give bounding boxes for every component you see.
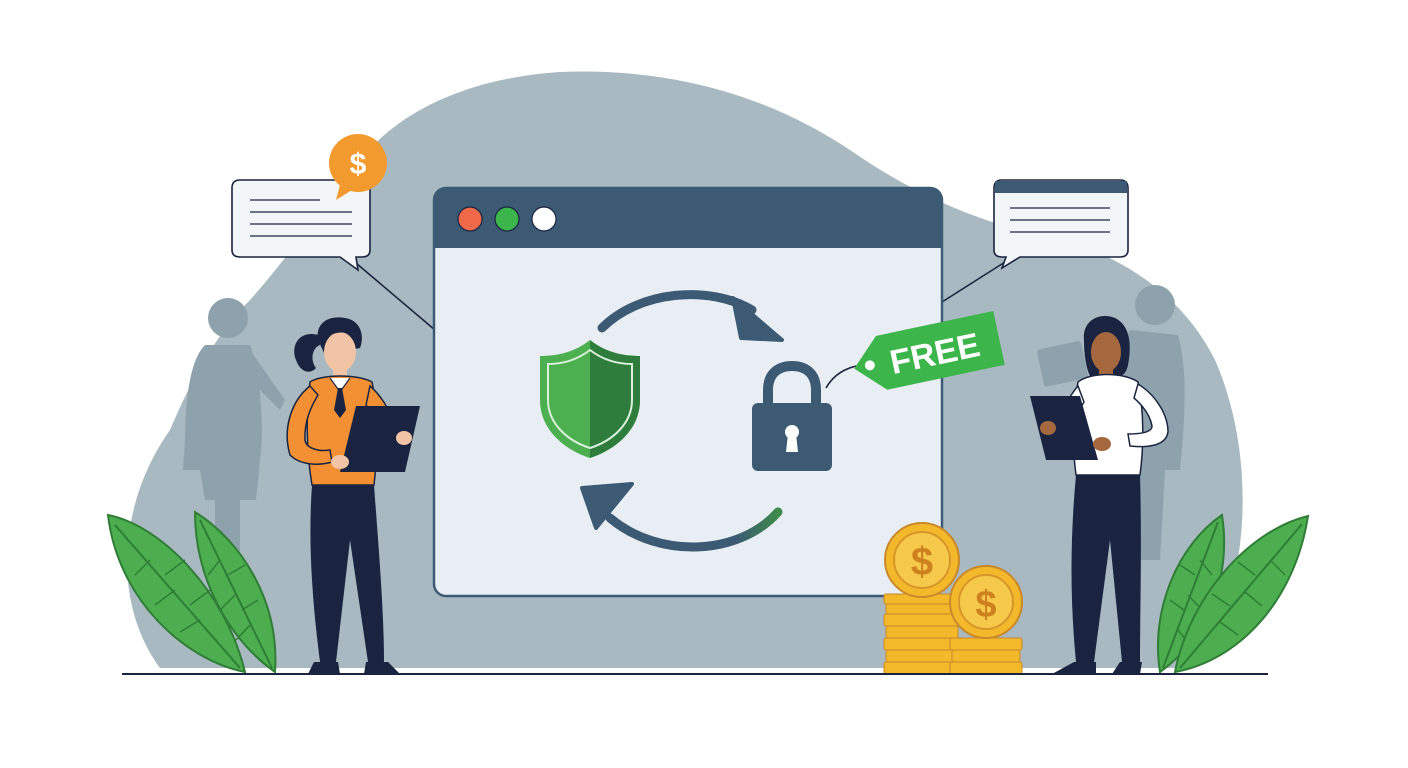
window-close-dot	[457, 206, 483, 232]
left-leaf-icon	[106, 510, 277, 674]
dollar-coin-icon: $	[949, 565, 1023, 639]
coin-stack-right	[949, 637, 1023, 675]
window-minimize-dot	[494, 206, 520, 232]
free-price-tag-icon: FREE	[854, 310, 1005, 390]
padlock-icon	[752, 360, 832, 471]
browser-window	[432, 186, 944, 598]
right-connector-line	[941, 261, 1006, 303]
shield-icon	[540, 340, 640, 458]
left-silhouette-person	[183, 298, 285, 590]
browser-title-bar	[434, 188, 942, 248]
left-connector-line	[349, 257, 436, 331]
coin-stack-left	[883, 593, 961, 675]
left-chat-bubble-icon	[231, 179, 371, 272]
coin-dollar-symbol-1: $	[911, 540, 933, 584]
coin-dollar-symbol-2: $	[975, 584, 996, 626]
dollar-coin-icon: $	[884, 522, 960, 598]
bubble-dollar-symbol: $	[350, 148, 367, 181]
right-person	[1030, 316, 1169, 674]
left-person	[286, 317, 420, 674]
dollar-chat-bubble-icon: $	[329, 134, 387, 200]
right-chat-bubble-icon	[993, 179, 1129, 270]
sync-arrows-icon	[580, 290, 784, 552]
right-leaf-icon	[1156, 513, 1310, 674]
window-maximize-dot	[531, 206, 557, 232]
